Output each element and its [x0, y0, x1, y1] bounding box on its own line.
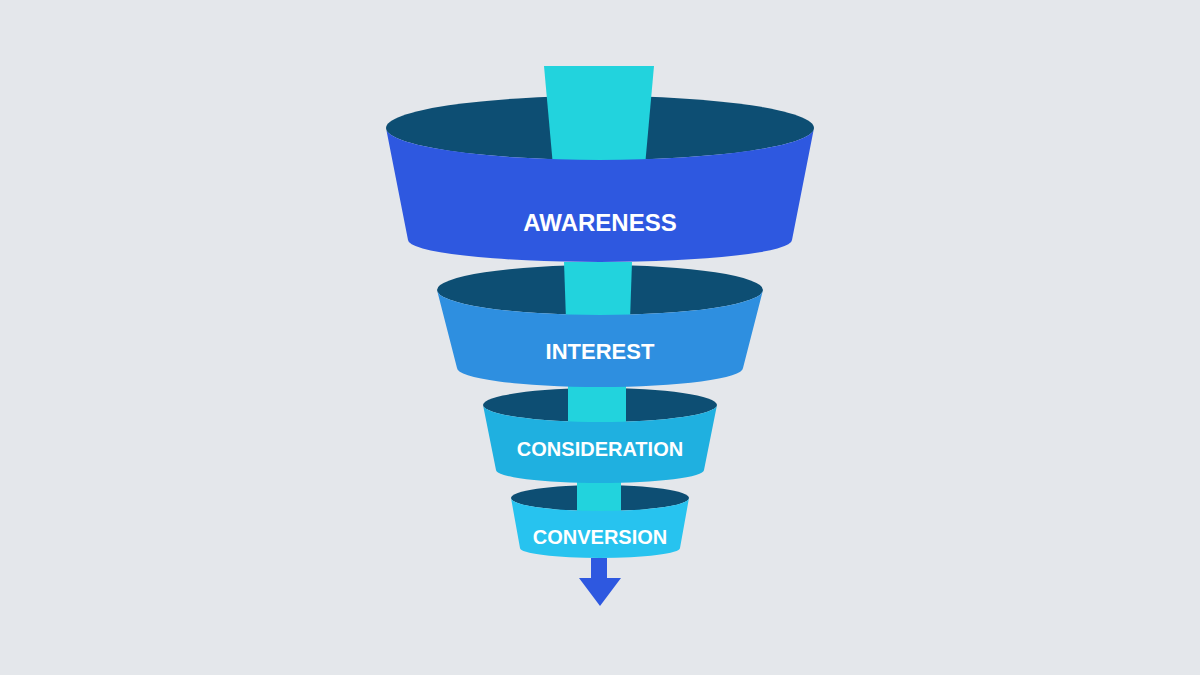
center-strip [568, 386, 626, 426]
band-group [386, 66, 814, 262]
center-strip [564, 262, 632, 320]
band-body [511, 498, 689, 558]
band-shape [437, 262, 763, 387]
band-body [437, 290, 763, 387]
funnel-band: CONSIDERATION [483, 386, 717, 483]
stage-label: CONSIDERATION [483, 439, 717, 459]
funnel-band: INTEREST [437, 262, 763, 387]
funnel-band: CONVERSION [511, 482, 689, 558]
band-body [483, 405, 717, 483]
center-strip [544, 66, 654, 166]
band-group [483, 386, 717, 483]
band-group [511, 482, 689, 558]
funnel-band: AWARENESS [386, 66, 814, 262]
stage-label: AWARENESS [386, 211, 814, 235]
stage-label: INTEREST [437, 341, 763, 363]
center-strip [577, 482, 621, 515]
band-body [386, 128, 814, 262]
down-arrow [579, 558, 621, 606]
stage-label: CONVERSION [511, 527, 689, 547]
band-group [437, 262, 763, 387]
band-shape [483, 386, 717, 483]
